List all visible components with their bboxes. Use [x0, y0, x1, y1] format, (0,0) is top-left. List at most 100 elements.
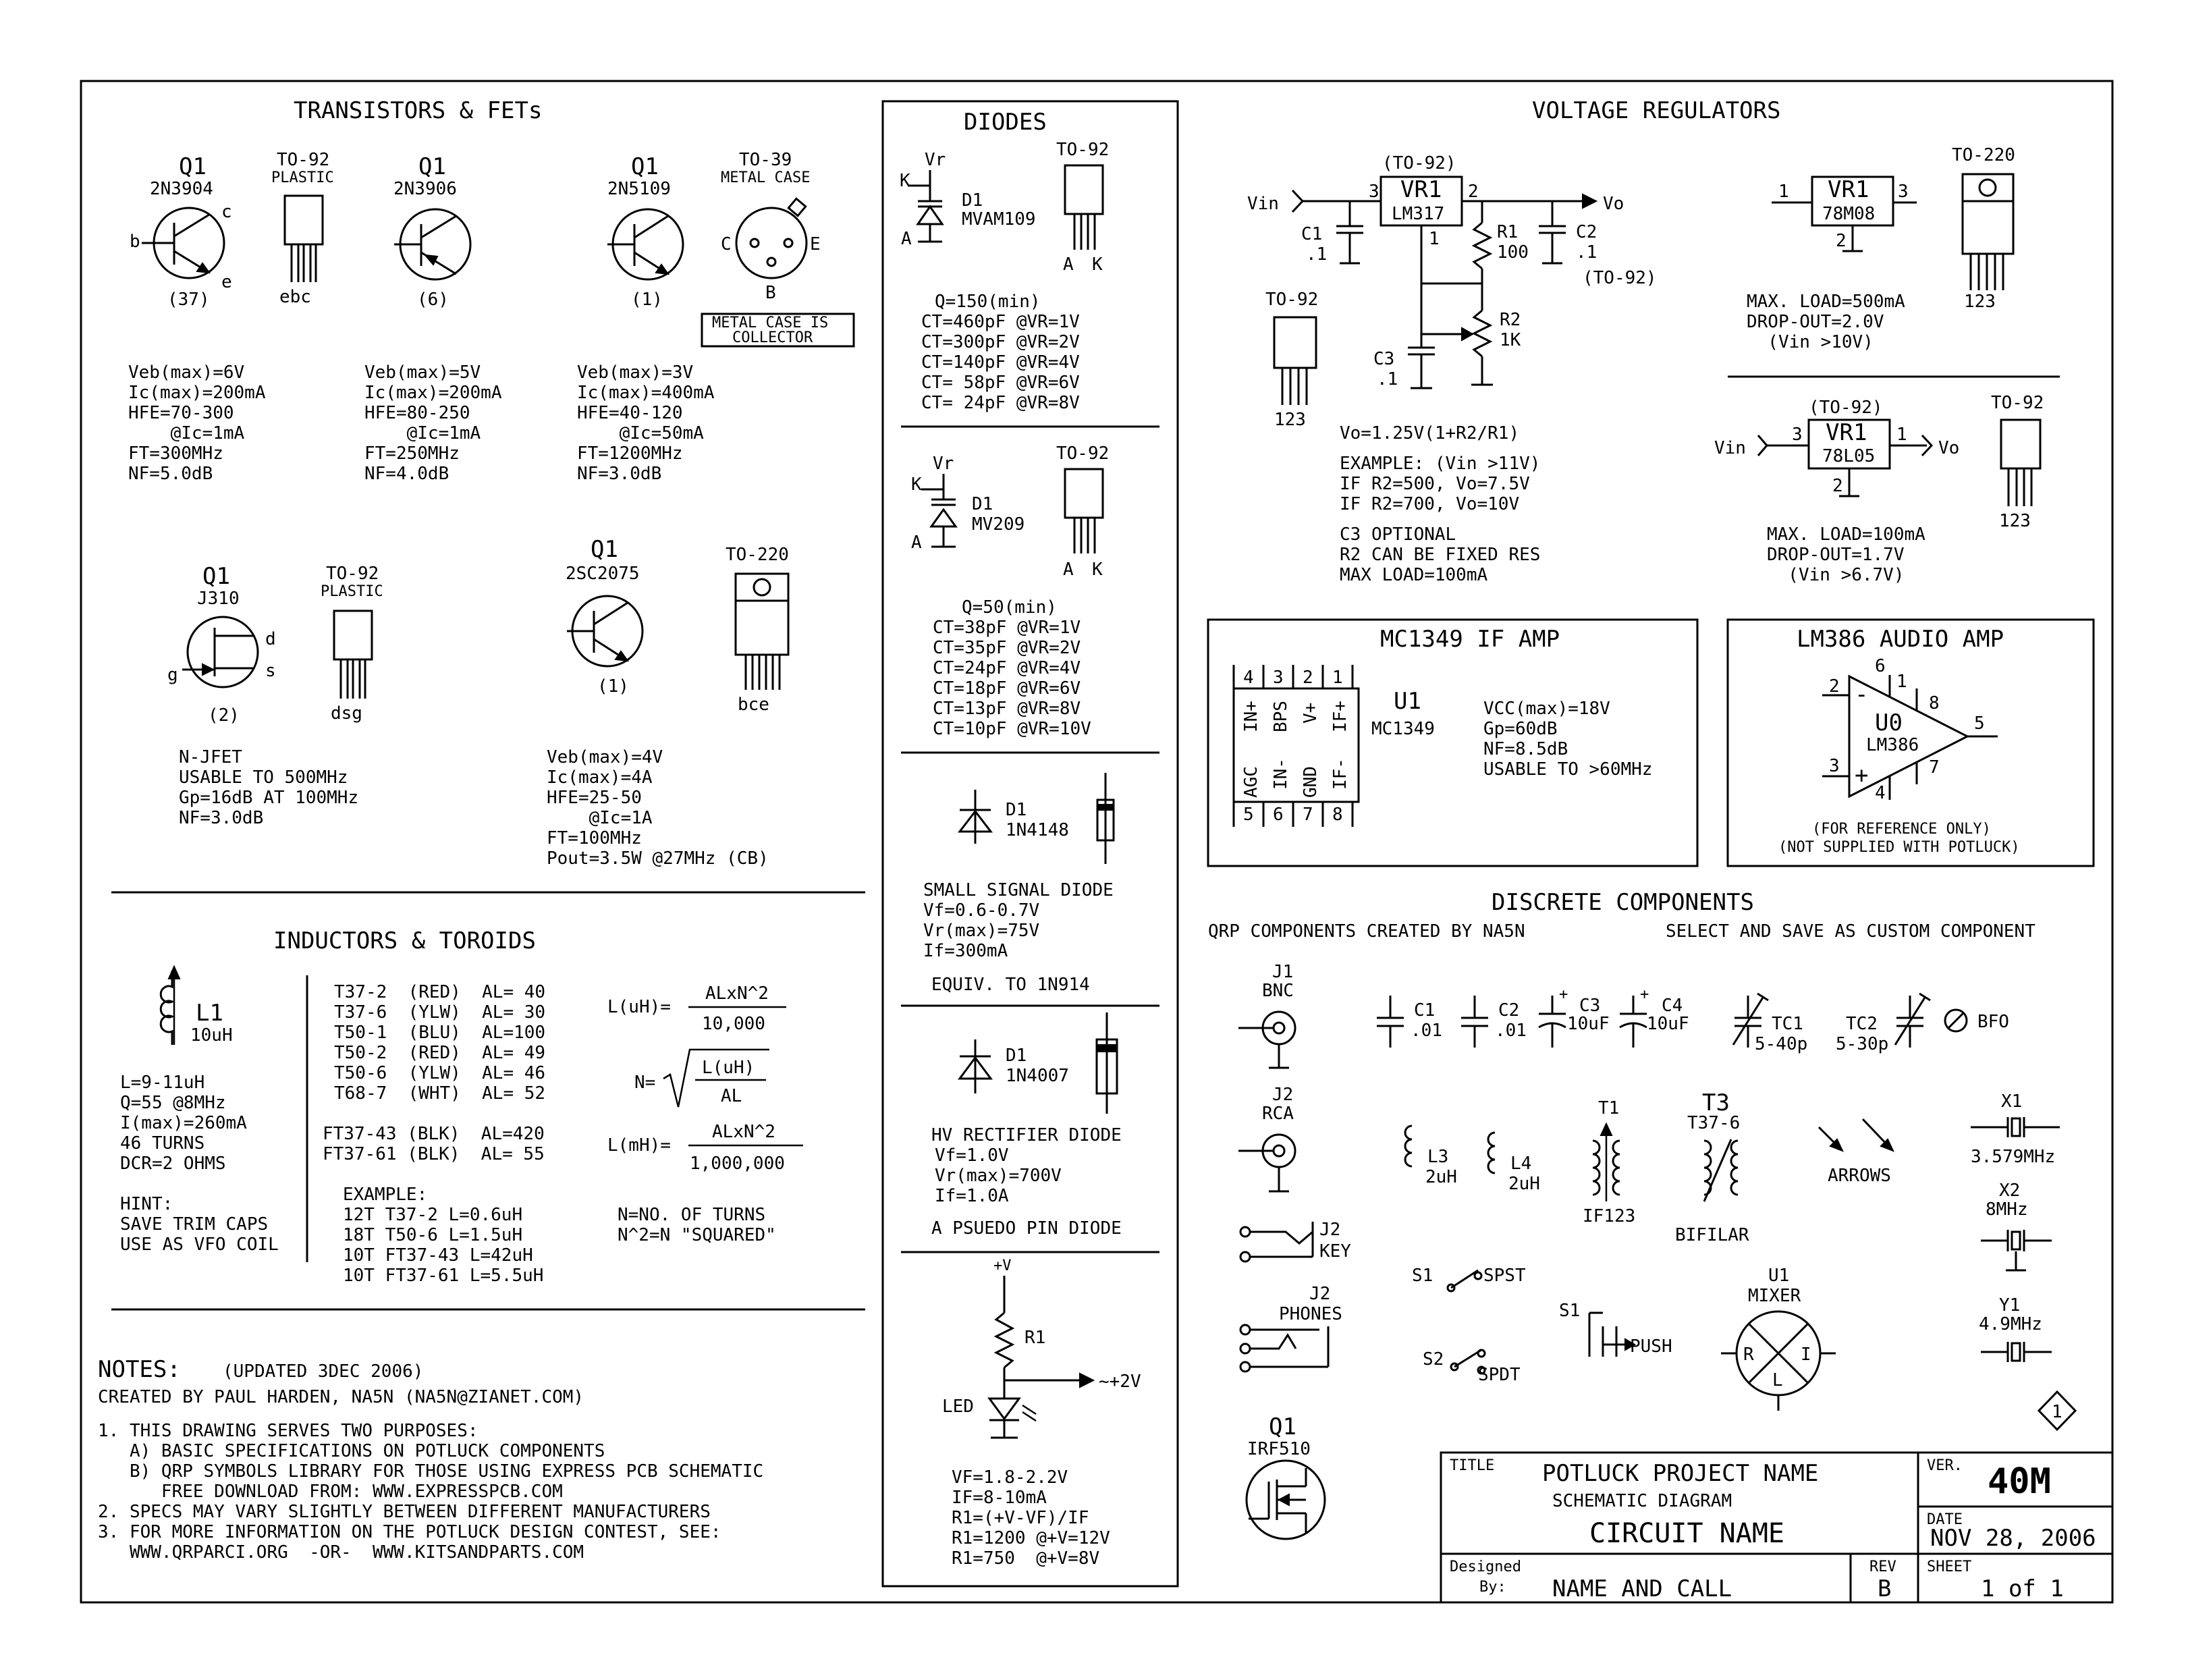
- svg-text:10uF: 10uF: [1567, 1014, 1610, 1034]
- svg-text:C2: C2: [1576, 222, 1597, 242]
- svg-text:CT=13pF @VR=8V: CT=13pF @VR=8V: [933, 699, 1081, 719]
- svg-text:HINT:: HINT:: [120, 1194, 173, 1214]
- svg-text:C1: C1: [1301, 224, 1322, 244]
- svg-text:1: 1: [1332, 668, 1343, 688]
- svg-text:123: 123: [1964, 292, 1996, 312]
- svg-text:RCA: RCA: [1262, 1104, 1294, 1124]
- svg-text:TO-92: TO-92: [1265, 290, 1318, 310]
- q-2n5109-symbol: Q1 2N5109 (1): [607, 153, 684, 310]
- svg-text:CT=460pF @VR=1V: CT=460pF @VR=1V: [921, 312, 1080, 332]
- version-label: VER.: [1927, 1457, 1963, 1474]
- svg-text:2uH: 2uH: [1425, 1167, 1457, 1187]
- key-jack: J2 KEY: [1239, 1220, 1351, 1263]
- svg-text:b: b: [130, 232, 140, 252]
- svg-text:(TO-92): (TO-92): [1809, 398, 1883, 418]
- svg-text:IF R2=500, Vo=7.5V: IF R2=500, Vo=7.5V: [1340, 474, 1530, 494]
- svg-text:METAL CASE: METAL CASE: [721, 169, 810, 186]
- svg-text:BIFILAR: BIFILAR: [1675, 1225, 1749, 1245]
- svg-text:e: e: [221, 272, 232, 292]
- svg-text:10,000: 10,000: [702, 1014, 765, 1034]
- mc1349-ic-symbol: 4 3 2 1 5 6 7 8 IN+ BPS V+ IF+ AGC IN- G…: [1232, 665, 1435, 827]
- diode-1n4007: D1 1N4007: [958, 1012, 1118, 1114]
- section-title-inductors: INDUCTORS & TOROIDS: [273, 927, 536, 954]
- svg-text:CT=18pF @VR=6V: CT=18pF @VR=6V: [933, 678, 1081, 699]
- designer-name: NAME AND CALL: [1552, 1575, 1732, 1602]
- svg-text:78L05: 78L05: [1822, 446, 1875, 466]
- svg-text:7: 7: [1929, 757, 1940, 778]
- svg-text:10uH: 10uH: [190, 1025, 233, 1046]
- svg-text:s: s: [265, 661, 276, 681]
- svg-text:g: g: [167, 665, 178, 685]
- svg-text:+: +: [1559, 986, 1568, 1003]
- svg-text:ebc: ebc: [279, 287, 311, 307]
- svg-text:FT=1200MHz: FT=1200MHz: [577, 443, 683, 464]
- svg-text:Q1: Q1: [179, 153, 207, 180]
- svg-text:AGC: AGC: [1241, 766, 1261, 798]
- svg-text:12T T37-2 L=0.6uH: 12T T37-2 L=0.6uH: [343, 1205, 522, 1225]
- svg-text:2: 2: [1836, 231, 1847, 251]
- svg-text:1: 1: [1896, 672, 1907, 692]
- svg-text:T50-6 (YLW) AL= 46: T50-6 (YLW) AL= 46: [334, 1063, 545, 1083]
- svg-text:2. SPECS MAY VARY SLIGHTLY BET: 2. SPECS MAY VARY SLIGHTLY BETWEEN DIFFE…: [98, 1502, 711, 1522]
- svg-text:IRF510: IRF510: [1247, 1439, 1311, 1459]
- crystal-x2: X2 8MHz: [1981, 1181, 2052, 1272]
- q-2n3904-symbol: Q1 2N3904 b c e (37): [130, 153, 232, 310]
- mixer-u1: U1 MIXER R I L: [1721, 1266, 1836, 1411]
- svg-text:I: I: [1801, 1345, 1811, 1365]
- svg-text:ARROWS: ARROWS: [1828, 1166, 1891, 1186]
- svg-text:T1: T1: [1598, 1098, 1619, 1118]
- lm317-circuit: (TO-92) Vin 3 VR1 LM317 2 Vo C1 .1 1 R1 …: [1247, 153, 1657, 430]
- svg-text:Vin: Vin: [1247, 194, 1279, 214]
- svg-text:8: 8: [1929, 693, 1940, 713]
- svg-text:1K: 1K: [1500, 330, 1521, 350]
- svg-text:18T T50-6 L=1.5uH: 18T T50-6 L=1.5uH: [343, 1225, 522, 1245]
- svg-text:1: 1: [1429, 229, 1440, 249]
- svg-text:B: B: [765, 283, 776, 303]
- svg-text:CT=24pF @VR=4V: CT=24pF @VR=4V: [933, 658, 1081, 678]
- svg-text:3: 3: [1369, 182, 1379, 202]
- section-title-mc1349: MC1349 IF AMP: [1380, 626, 1560, 653]
- svg-text:C3: C3: [1579, 996, 1600, 1016]
- section-title-diodes: DIODES: [964, 109, 1047, 136]
- svg-text:MAX LOAD=100mA: MAX LOAD=100mA: [1340, 565, 1487, 585]
- svg-text:FT=100MHz: FT=100MHz: [547, 828, 642, 848]
- svg-text:A PSUEDO PIN DIODE: A PSUEDO PIN DIODE: [931, 1218, 1122, 1239]
- svg-text:EQUIV. TO 1N914: EQUIV. TO 1N914: [931, 975, 1090, 995]
- mvam109-specs: Q=150(min) CT=460pF @VR=1V CT=300pF @VR=…: [921, 292, 1080, 413]
- svg-text:USABLE TO 500MHz: USABLE TO 500MHz: [179, 767, 348, 788]
- transformer-t3-bifilar: T3 T37-6 BIFILAR: [1675, 1089, 1749, 1245]
- svg-text:Q=55 @8MHz: Q=55 @8MHz: [120, 1093, 226, 1113]
- svg-text:3: 3: [1829, 756, 1840, 776]
- svg-text:K: K: [911, 475, 922, 495]
- svg-text:A: A: [1063, 254, 1074, 275]
- svg-text:J2: J2: [1319, 1220, 1340, 1240]
- svg-text:+V: +V: [993, 1257, 1012, 1274]
- svg-text:MIXER: MIXER: [1748, 1286, 1801, 1306]
- svg-text:R1=(+V-VF)/IF: R1=(+V-VF)/IF: [952, 1508, 1089, 1528]
- svg-text:MAX. LOAD=100mA: MAX. LOAD=100mA: [1767, 524, 1925, 545]
- svg-text:A: A: [901, 229, 912, 249]
- svg-text:10uF: 10uF: [1647, 1014, 1689, 1034]
- svg-text:Pout=3.5W @27MHz (CB): Pout=3.5W @27MHz (CB): [547, 848, 769, 869]
- svg-text:FT=300MHz: FT=300MHz: [128, 443, 223, 464]
- svg-text:3. FOR MORE INFORMATION ON THE: 3. FOR MORE INFORMATION ON THE POTLUCK D…: [98, 1522, 721, 1542]
- svg-text:HV RECTIFIER DIODE: HV RECTIFIER DIODE: [931, 1125, 1122, 1145]
- svg-text:C2: C2: [1498, 1000, 1519, 1021]
- sheet-border: [80, 80, 2114, 1604]
- to39-metal-case-package: TO-39 METAL CASE C E B METAL CASE IS COL…: [701, 150, 855, 348]
- svg-text:HFE=25-50: HFE=25-50: [547, 788, 642, 808]
- svg-text:Vo: Vo: [1603, 194, 1624, 214]
- svg-text:J1: J1: [1272, 962, 1293, 982]
- svg-text:+: +: [1855, 762, 1868, 789]
- svg-text:1. THIS DRAWING SERVES TWO PUR: 1. THIS DRAWING SERVES TWO PURPOSES:: [98, 1421, 479, 1441]
- svg-text:Veb(max)=5V: Veb(max)=5V: [364, 362, 481, 383]
- svg-text:LED: LED: [942, 1397, 974, 1417]
- svg-text:Vf=0.6-0.7V: Vf=0.6-0.7V: [923, 900, 1039, 921]
- phones-jack: J2 PHONES: [1239, 1284, 1342, 1373]
- svg-text:A) BASIC SPECIFICATIONS ON POT: A) BASIC SPECIFICATIONS ON POTLUCK COMPO…: [98, 1441, 605, 1461]
- svg-text:2N3906: 2N3906: [393, 179, 457, 199]
- svg-text:Q1: Q1: [1269, 1413, 1296, 1440]
- svg-text:TC2: TC2: [1846, 1014, 1878, 1034]
- project-name: POTLUCK PROJECT NAME: [1542, 1460, 1818, 1487]
- svg-text:DROP-OUT=2.0V: DROP-OUT=2.0V: [1747, 312, 1884, 332]
